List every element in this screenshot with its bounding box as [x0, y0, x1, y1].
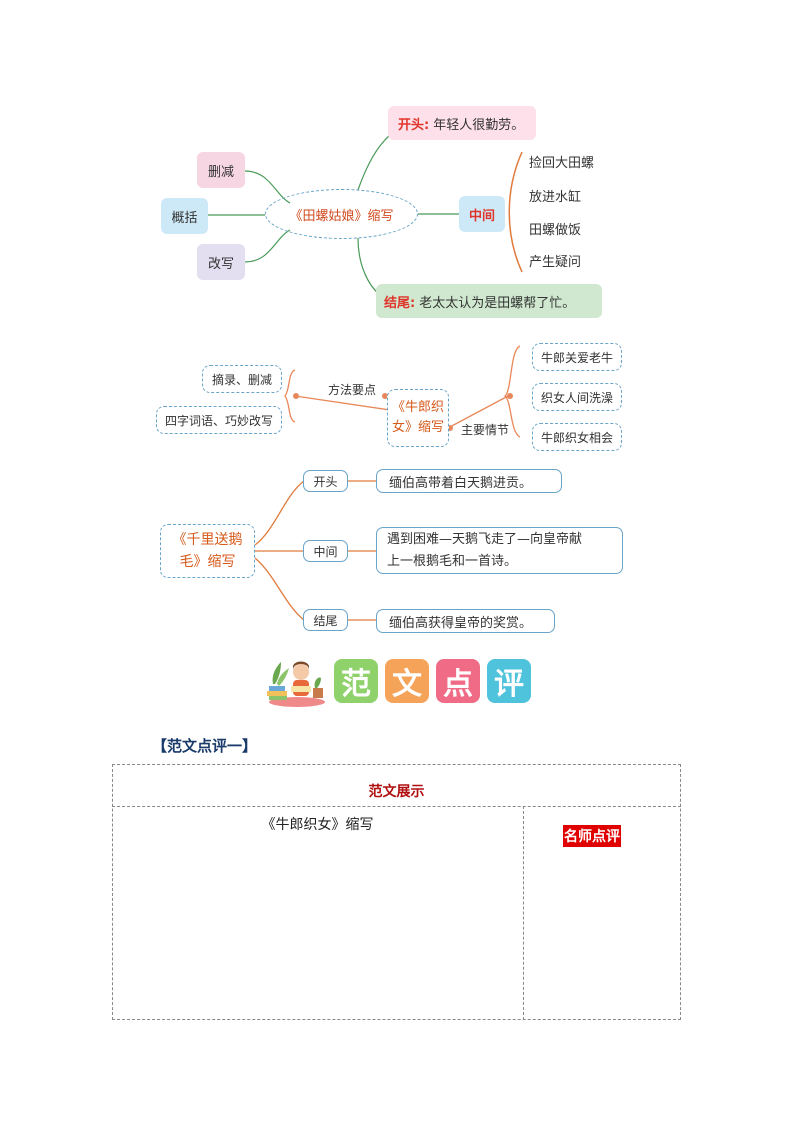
map3-text-ending: 缅伯高获得皇帝的奖赏。 [376, 609, 555, 633]
method-delete: 删减 [197, 152, 245, 188]
map2-plot-label: 主要情节 [461, 423, 510, 437]
map3-text-beginning: 缅伯高带着白天鹅进贡。 [376, 469, 562, 493]
banner-tile-4: 评 [487, 659, 531, 703]
map1-beginning: 开头:年轻人很勤劳。 [388, 106, 536, 140]
method-item-2: 四字词语、巧妙改写 [156, 406, 282, 434]
map3-center: 《千里送鹅 毛》缩写 [160, 524, 255, 578]
map3-text-middle: 遇到困难—天鹅飞走了—向皇帝献 上一根鹅毛和一首诗。 [376, 527, 623, 574]
middle-item-1: 捡回大田螺 [529, 156, 595, 171]
map3-label-middle: 中间 [303, 540, 348, 562]
method-summarize: 概括 [161, 198, 208, 234]
essay-title: 《牛郎织女》缩写 [261, 817, 374, 833]
method-item-1: 摘录、删减 [202, 365, 282, 393]
map1-center: 《田螺姑娘》缩写 [265, 189, 418, 239]
model-essay-table [112, 764, 681, 1020]
reading-girl-illustration [263, 656, 329, 708]
banner-tile-2: 文 [385, 659, 429, 703]
map1-middle: 中间 [459, 196, 505, 232]
middle-item-2: 放进水缸 [529, 190, 582, 205]
map3-label-beginning: 开头 [303, 470, 348, 492]
banner-tile-3: 点 [436, 659, 480, 703]
middle-item-4: 产生疑问 [529, 255, 582, 270]
banner-tile-1: 范 [334, 659, 378, 703]
plot-item-2: 织女人间洗澡 [532, 383, 622, 411]
table-header-divider [112, 806, 681, 807]
map1-ending: 结尾:老太太认为是田螺帮了忙。 [376, 284, 602, 318]
map2-center: 《牛郎织 女》缩写 [387, 389, 449, 447]
table-header: 范文展示 [368, 784, 425, 800]
plot-item-1: 牛郎关爱老牛 [532, 343, 622, 371]
teacher-comment-label: 名师点评 [563, 825, 621, 847]
method-rewrite: 改写 [197, 244, 245, 280]
table-column-divider [523, 806, 524, 1020]
map3-label-ending: 结尾 [303, 609, 348, 631]
map2-method-label: 方法要点 [328, 383, 377, 397]
plot-item-3: 牛郎织女相会 [532, 423, 622, 451]
middle-item-3: 田螺做饭 [529, 223, 582, 238]
section-title: 【范文点评一】 [152, 737, 258, 755]
